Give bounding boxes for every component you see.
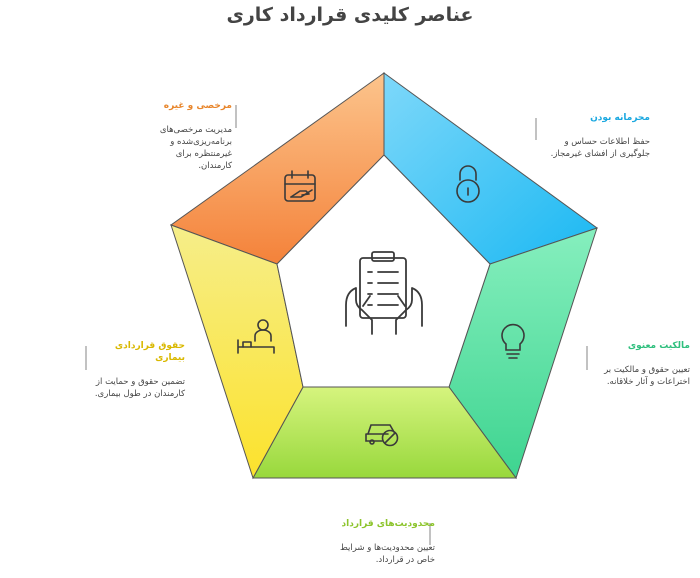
lightbulb-icon <box>501 323 525 359</box>
label-confidentiality-desc: حفظ اطلاعات حساس و جلوگیری از افشای غیرم… <box>550 137 650 159</box>
diagram-title: عناصر کلیدی قرارداد کاری <box>226 4 474 26</box>
leader-lines <box>85 105 588 545</box>
label-confidentiality-heading: محرمانه بودن <box>590 113 650 123</box>
label-leave: مرخصی و غیره مدیریت مرخصی‌های برنامه‌ریز… <box>150 100 232 172</box>
label-limits: محدودیت‌های قرارداد تعیین محدودیت‌ها و ش… <box>335 518 435 566</box>
label-limits-heading: محدودیت‌های قرارداد <box>341 519 435 529</box>
label-leave-heading: مرخصی و غیره <box>163 101 232 111</box>
label-ip: مالکیت معنوی تعیین حقوق و مالکیت بر اختر… <box>590 340 690 388</box>
lock-icon <box>456 165 480 203</box>
no-car-icon <box>365 424 399 447</box>
calendar-hand-icon <box>284 170 316 202</box>
label-confidentiality: محرمانه بودن حفظ اطلاعات حساس و جلوگیری … <box>540 112 650 160</box>
patient-bed-icon <box>237 319 275 354</box>
hands-clipboard-icon <box>345 251 423 335</box>
label-sick: حقوق قراردادی بیماری تضمین حقوق و حمایت … <box>85 340 185 400</box>
label-limits-desc: تعیین محدودیت‌ها و شرایط خاص در قرارداد. <box>339 543 435 565</box>
inner-pentagon <box>276 154 491 388</box>
label-leave-desc: مدیریت مرخصی‌های برنامه‌ریزی‌شده و غیرمن… <box>159 125 232 171</box>
label-ip-heading: مالکیت معنوی <box>627 341 690 351</box>
label-sick-heading: حقوق قراردادی بیماری <box>114 341 185 363</box>
label-sick-desc: تضمین حقوق و حمایت از کارمندان در طول بی… <box>94 377 185 399</box>
label-ip-desc: تعیین حقوق و مالکیت بر اختراعات و آثار خ… <box>604 365 690 387</box>
